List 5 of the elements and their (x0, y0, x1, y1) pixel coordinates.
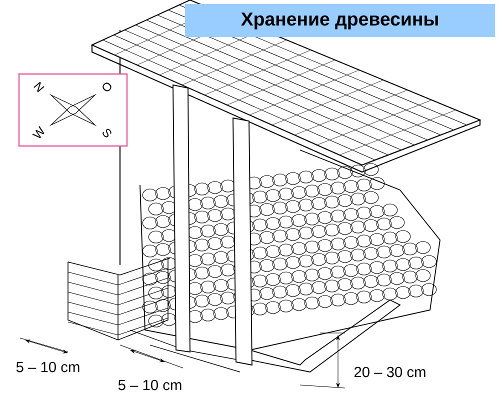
dimension-label: 5 – 10 cm (116, 378, 184, 392)
dimension-label: 5 – 10 cm (14, 360, 82, 374)
title-band: Хранение древесины (185, 4, 495, 37)
compass-box: N O W S (18, 73, 128, 147)
dimension-label: 20 – 30 cm (352, 365, 428, 379)
